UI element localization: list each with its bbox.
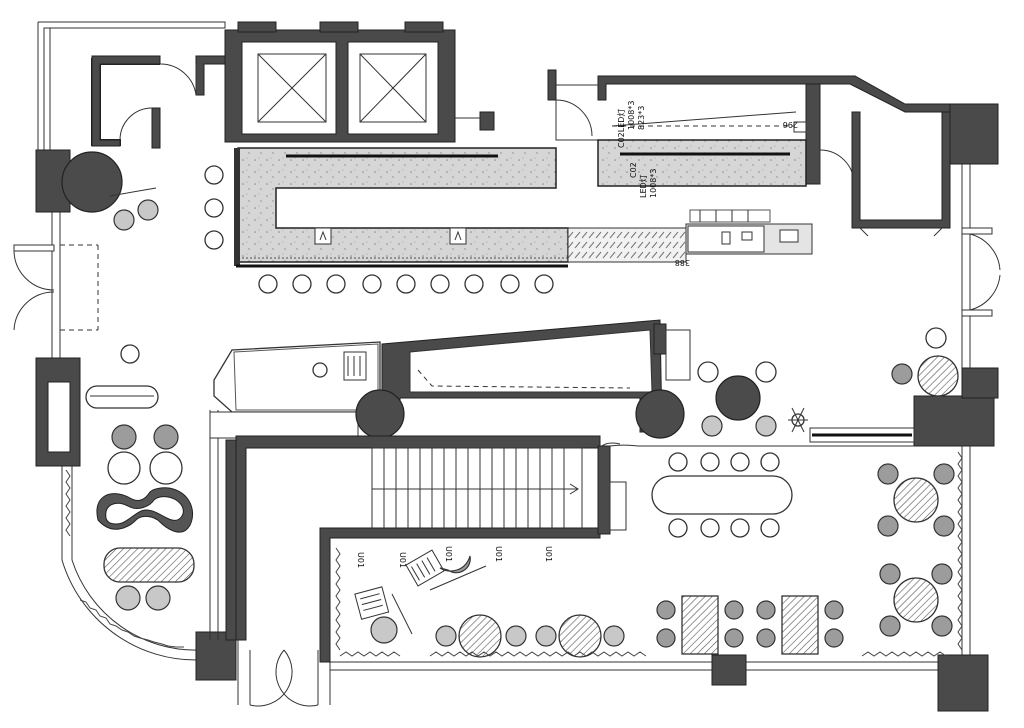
dimension-labels: C02LED灯 1008*3 823*3 C02 LED灯 1008*3 296… (616, 101, 798, 267)
bar-counter (234, 111, 813, 268)
label-c02led: C02LED灯 (616, 109, 626, 148)
label-u01-2: U01 (398, 552, 407, 568)
label-1008x3-b: 1008*3 (649, 169, 658, 198)
label-u01-5: U01 (544, 546, 553, 562)
label-1008x3-a: 1008*3 (627, 101, 636, 130)
left-lounge (61, 151, 195, 611)
label-296: 296 (783, 120, 798, 129)
label-u01-4: U01 (494, 546, 503, 562)
bar-stools (204, 165, 554, 294)
outer-walls (13, 21, 1001, 712)
label-388: 388 (675, 258, 690, 267)
center-partition (209, 319, 691, 446)
staircase (235, 435, 627, 663)
lower-dining-room: U01 U01 U01 U01 U01 (335, 546, 947, 658)
label-u01-1: U01 (356, 552, 365, 568)
label-c02: C02 (629, 162, 638, 178)
label-u01-3: U01 (444, 546, 453, 562)
right-dining-area (609, 327, 963, 655)
label-led: LED灯 (638, 174, 648, 198)
label-823x3: 823*3 (637, 106, 646, 130)
